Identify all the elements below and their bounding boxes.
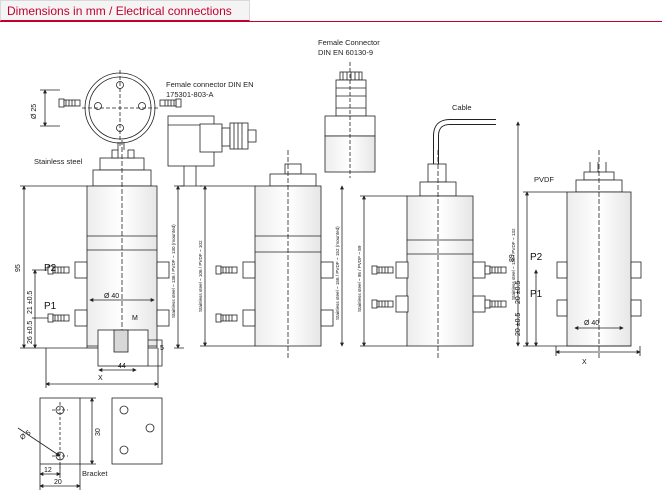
dim-m: M [132, 315, 138, 322]
dim-89: 89 [509, 254, 516, 262]
sensor-view-2 [200, 150, 344, 358]
dim-12: 12 [44, 467, 52, 474]
top-view-circle [40, 70, 182, 146]
dim-dia5: Ø 5 [19, 429, 32, 441]
bracket-details [17, 397, 163, 490]
section-title: Dimensions in mm / Electrical connection… [7, 4, 232, 18]
dim-26-tol: 26 ±0.5 [27, 321, 34, 344]
din-connector-side [167, 115, 257, 187]
label-connector-top-2: 175301-803-A [166, 90, 214, 99]
label-round-connector-1: Female Connector [318, 38, 380, 47]
dim-95: 95 [15, 264, 22, 272]
port-p1-left: P1 [44, 301, 57, 312]
label-connector-top-1: Female connector DIN EN [166, 80, 254, 89]
dim-44: 44 [118, 363, 126, 370]
sensor-view-cable [360, 119, 520, 358]
dim-dia40-left: Ø 40 [104, 293, 119, 300]
dim-20-tol-a: 20 ±0.5 [515, 281, 522, 304]
sensor-view-1 [20, 140, 184, 388]
round-connector [324, 62, 376, 178]
dim-21-tol: 21 ±0.5 [27, 291, 34, 314]
dim-dia40-right: Ø 40 [584, 320, 599, 327]
dim-dia25: Ø 25 [31, 104, 38, 119]
label-cable: Cable [452, 103, 472, 112]
port-p2-right: P2 [530, 252, 543, 263]
label-stainless-steel: Stainless steel [34, 157, 83, 166]
dim-vertical-4: Stainless steel ~ 95 / PVDF ~ 89 [357, 245, 362, 312]
label-bracket: Bracket [82, 469, 108, 478]
dim-x-left: X [98, 375, 103, 382]
dim-vertical-5: Stainless steel ~ 136 / PVDF ~ 132 [511, 228, 516, 300]
sensor-view-pvdf [523, 150, 642, 358]
port-p1-right: P1 [530, 289, 543, 300]
dim-vertical-3: Stainless steel ~ 156 / PVDF ~ 152 (moun… [335, 226, 340, 320]
port-p2-left: P2 [44, 263, 57, 274]
dim-5: 5 [160, 345, 164, 352]
dim-vertical-1: Stainless steel ~ 136 / PVDF ~ 130 (moun… [171, 224, 176, 318]
section-header: Dimensions in mm / Electrical connection… [0, 0, 250, 21]
dim-vertical-2: Stainless steel ~ 106 / PVDF ~ 102 [198, 240, 203, 312]
header-rule [0, 21, 662, 22]
dim-x-right: X [582, 359, 587, 366]
label-pvdf: PVDF [534, 175, 554, 184]
dim-20: 20 [54, 479, 62, 486]
label-round-connector-2: DIN EN 60130-9 [318, 48, 373, 57]
dim-30: 30 [95, 428, 102, 436]
dim-20-tol-b: 20 ±0.5 [515, 313, 522, 336]
